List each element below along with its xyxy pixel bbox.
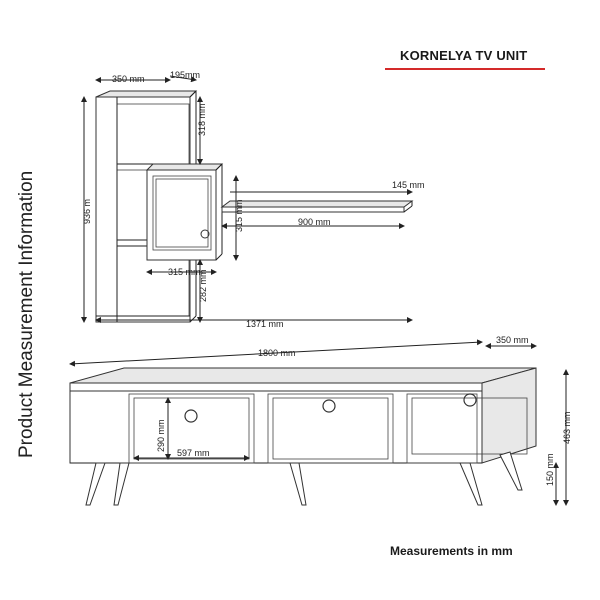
dim-tv-unit-depth: 350 mm: [496, 335, 529, 345]
dim-leg-height: 150 mm: [545, 453, 555, 486]
tv-unit-dimensions: [69, 339, 569, 506]
dim-upper-height: 318 mm: [197, 103, 207, 136]
dimension-labels: 350 mm 195mm 318 mm 936 m 145 mm 315 mm …: [82, 70, 572, 486]
drawer-knob-icon: [184, 409, 198, 423]
wall-cabinet: [145, 163, 224, 261]
dim-shelf-depth: 350 mm: [112, 74, 145, 84]
wall-unit-dimensions: [81, 75, 413, 323]
dim-lower-height: 282 mm: [198, 269, 208, 302]
drawer-knob-icon: [322, 399, 336, 413]
dim-cabinet-inner-width: 315 mm: [168, 267, 201, 277]
measurements-note: Measurements in mm: [390, 544, 513, 558]
dim-shelf-width: 195mm: [170, 70, 200, 80]
dim-wall-shelf-depth: 145 mm: [392, 180, 425, 190]
dim-wall-shelf-length: 900 mm: [298, 217, 331, 227]
cabinet-knob-icon: [200, 229, 210, 239]
dim-cabinet-height: 315 mm: [234, 199, 244, 232]
dim-door-height: 290 mm: [156, 419, 166, 452]
dim-door-width: 597 mm: [177, 448, 210, 458]
wall-shelf: [220, 200, 414, 213]
dim-tv-unit-length: 1800 mm: [258, 348, 296, 358]
dim-wall-unit-width: 1371 mm: [246, 319, 284, 329]
title-underline: [385, 68, 545, 70]
product-title: KORNELYA TV UNIT: [400, 48, 528, 63]
tv-unit: [69, 367, 537, 506]
dim-tv-unit-height: 463 mm: [562, 411, 572, 444]
dim-total-height: 936 m: [82, 199, 92, 224]
drawer-knob-icon: [463, 393, 477, 407]
